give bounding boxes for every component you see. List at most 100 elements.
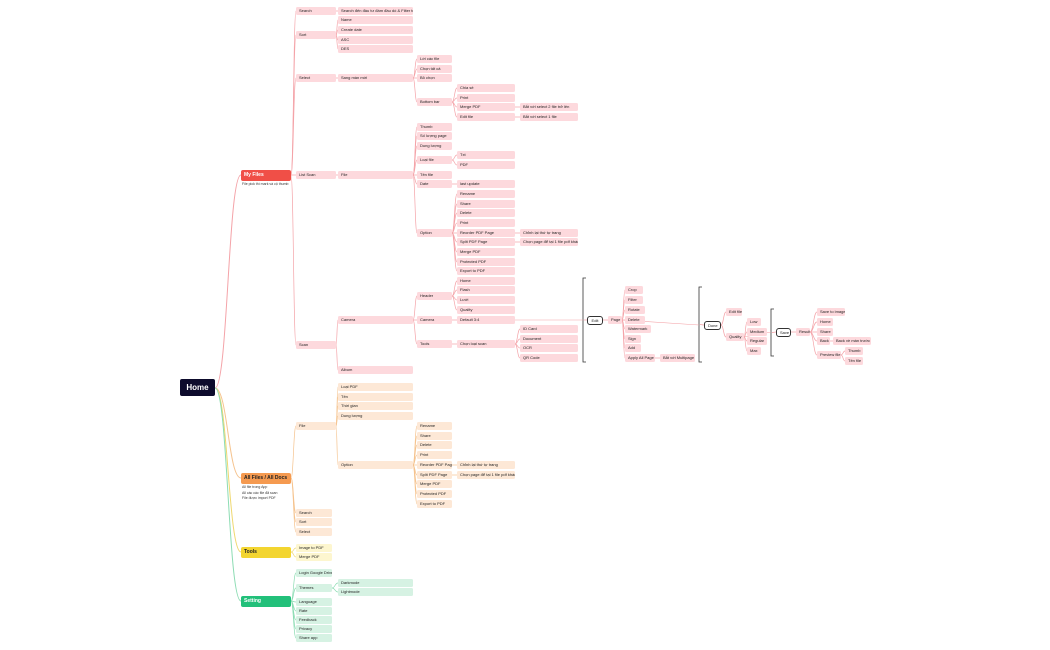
node-sv-preview[interactable]: Preview file — [817, 351, 841, 359]
node-sc-tools-chon[interactable]: Chọn loại scan — [457, 340, 515, 348]
node-sc-header[interactable]: Header — [417, 292, 452, 300]
node-sc-camera[interactable]: Camera — [338, 316, 413, 324]
node-mf-op-split-n[interactable]: Chọn page để tại 1 file pdf khác — [520, 238, 578, 246]
node-mf-thumb[interactable]: Thumb — [417, 123, 452, 131]
node-af-op-rename[interactable]: Rename — [417, 422, 452, 430]
node-af-op-reorder-n[interactable]: Chỉnh lại thứ tự trang — [457, 461, 515, 469]
node-af-op-split[interactable]: Split PDF Page — [417, 471, 452, 479]
node-sc-t-doc[interactable]: Document — [520, 335, 578, 343]
node-dn-quality[interactable]: Quality — [726, 333, 744, 341]
node-af-op-split-n[interactable]: Chọn page để tại 1 file pdf khác — [457, 471, 515, 479]
node-mf-sort-des[interactable]: DES — [338, 45, 413, 53]
node-tl-merge[interactable]: Merge PDF — [296, 553, 332, 561]
node-af-sort[interactable]: Sort — [296, 518, 332, 526]
node-mf-op-reorder[interactable]: Reorder PDF Page — [457, 229, 515, 237]
node-mf-op-split[interactable]: Split PDF Page — [457, 238, 515, 246]
node-sv-pv-tenfile[interactable]: Tên file — [845, 357, 863, 365]
node-sv-share[interactable]: Share — [817, 328, 833, 336]
node-mf-sort-name[interactable]: Name — [338, 16, 413, 24]
node-af-op-protect[interactable]: Protected PDF — [417, 490, 452, 498]
node-sc-h-home[interactable]: Home — [457, 277, 515, 285]
node-mf-select[interactable]: Select — [296, 74, 336, 82]
node-sv-save[interactable]: Save — [776, 327, 791, 337]
node-sv-result[interactable]: Result — [796, 328, 810, 336]
node-mf-op-share[interactable]: Share — [457, 200, 515, 208]
node-myfiles[interactable]: My Files — [241, 169, 291, 181]
node-mf-sel-all[interactable]: Lời các file — [417, 55, 452, 63]
node-af-op-print[interactable]: Print — [417, 451, 452, 459]
node-mf-op-rename[interactable]: Rename — [457, 190, 515, 198]
node-dn-q-max[interactable]: Max — [747, 347, 761, 355]
node-st-light[interactable]: Lightmode — [338, 588, 413, 596]
node-mf-sel-bo[interactable]: Bỏ chọn — [417, 74, 452, 82]
node-mf-op-delete[interactable]: Delete — [457, 209, 515, 217]
node-mf-sotrang[interactable]: Số lượng page — [417, 132, 452, 140]
node-sc-h-quality[interactable]: Quality — [457, 306, 515, 314]
node-st-rate[interactable]: Rate — [296, 607, 332, 615]
node-st-login[interactable]: Login Google Drive — [296, 569, 332, 577]
node-sv-pv-thumb[interactable]: Thumb — [845, 347, 863, 355]
node-mf-lf-pdf[interactable]: PDF — [457, 161, 515, 169]
node-dn-done[interactable]: Done — [704, 320, 721, 330]
node-mf-sort-asc[interactable]: ASC — [338, 36, 413, 44]
node-ed-crop[interactable]: Crop — [625, 286, 643, 294]
node-sc-t-qr[interactable]: QR Code — [520, 354, 578, 362]
node-sc-album[interactable]: Album — [338, 366, 413, 374]
node-sv-back[interactable]: Back — [817, 337, 830, 345]
node-af-thoi[interactable]: Thời gian — [338, 402, 413, 410]
node-mf-sel-bottom[interactable]: Bottom bar — [417, 98, 452, 106]
node-setting[interactable]: Setting — [241, 595, 291, 607]
node-mf-dungluong[interactable]: Dung lượng — [417, 142, 452, 150]
node-mf-scan[interactable]: Scan — [296, 341, 336, 349]
node-st-feedback[interactable]: Feedback — [296, 616, 332, 624]
node-sv-back-n[interactable]: Back về màn trước — [833, 337, 871, 345]
node-tools[interactable]: Tools — [241, 546, 291, 558]
node-ed-apply[interactable]: Apply All Page — [625, 354, 655, 362]
node-ed-apply-n[interactable]: Bắt với Multipage — [660, 354, 695, 362]
node-mf-option[interactable]: Option — [417, 229, 452, 237]
node-st-lang[interactable]: Language — [296, 598, 332, 606]
node-mf-file[interactable]: File — [338, 171, 413, 179]
node-st-dark[interactable]: Darkmode — [338, 579, 413, 587]
node-af-op-share[interactable]: Share — [417, 432, 452, 440]
node-mf-bb-edit-n[interactable]: Bắt với select 1 file — [520, 113, 578, 121]
node-sv-saveimg[interactable]: Save to image — [817, 308, 845, 316]
node-mf-bb-print[interactable]: Print — [457, 94, 515, 102]
node-mf-op-protect[interactable]: Protected PDF — [457, 258, 515, 266]
node-af-op-delete[interactable]: Delete — [417, 441, 452, 449]
node-mf-bb-chia[interactable]: Chia sẻ — [457, 84, 515, 92]
node-sv-home[interactable]: Home — [817, 318, 833, 326]
node-sc-h-flash[interactable]: Flash — [457, 286, 515, 294]
node-mf-search-d[interactable]: Search đến đầu tư đám đầu dò & Filter tê… — [338, 7, 413, 15]
node-af-file[interactable]: File — [296, 422, 336, 430]
node-sc-default[interactable]: Default 3:4 — [457, 316, 515, 324]
node-af-select[interactable]: Select — [296, 528, 332, 536]
node-dn-q-med[interactable]: Medium — [747, 328, 767, 336]
node-mf-sort[interactable]: Sort — [296, 31, 336, 39]
node-allfiles[interactable]: All Files / All Docs — [241, 472, 291, 484]
node-af-op-export[interactable]: Export to PDF — [417, 500, 452, 508]
node-mf-op-reorder-n[interactable]: Chỉnh lại thứ tự trang — [520, 229, 578, 237]
node-mf-op-merge[interactable]: Merge PDF — [457, 248, 515, 256]
node-dn-q-reg[interactable]: Regular — [747, 337, 767, 345]
node-mf-date-last[interactable]: last update — [457, 180, 515, 188]
node-dn-edit[interactable]: Edit file — [726, 308, 742, 316]
node-mf-loaifile[interactable]: Loại file — [417, 156, 452, 164]
node-mf-search[interactable]: Search — [296, 7, 336, 15]
node-mf-date[interactable]: Date — [417, 180, 452, 188]
node-sc-cam2[interactable]: Camera — [417, 316, 452, 324]
node-mf-sel-chon[interactable]: Chọn tất cả — [417, 65, 452, 73]
node-st-share[interactable]: Share app — [296, 634, 332, 642]
node-af-option[interactable]: Option — [338, 461, 413, 469]
node-st-themes[interactable]: Themes — [296, 584, 332, 592]
node-af-ten[interactable]: Tên — [338, 393, 413, 401]
node-af-op-merge[interactable]: Merge PDF — [417, 480, 452, 488]
node-af-dung[interactable]: Dung lượng — [338, 412, 413, 420]
node-ed-water[interactable]: Watermark — [625, 325, 651, 333]
node-af-loai[interactable]: Loại PDF — [338, 383, 413, 391]
node-sc-tools[interactable]: Tools — [417, 340, 452, 348]
node-sc-t-ocr[interactable]: OCR — [520, 344, 578, 352]
node-ed-edit[interactable]: Edit — [587, 315, 603, 325]
node-ed-rotate[interactable]: Rotate — [625, 306, 645, 314]
node-mf-list[interactable]: List Scan — [296, 171, 336, 179]
